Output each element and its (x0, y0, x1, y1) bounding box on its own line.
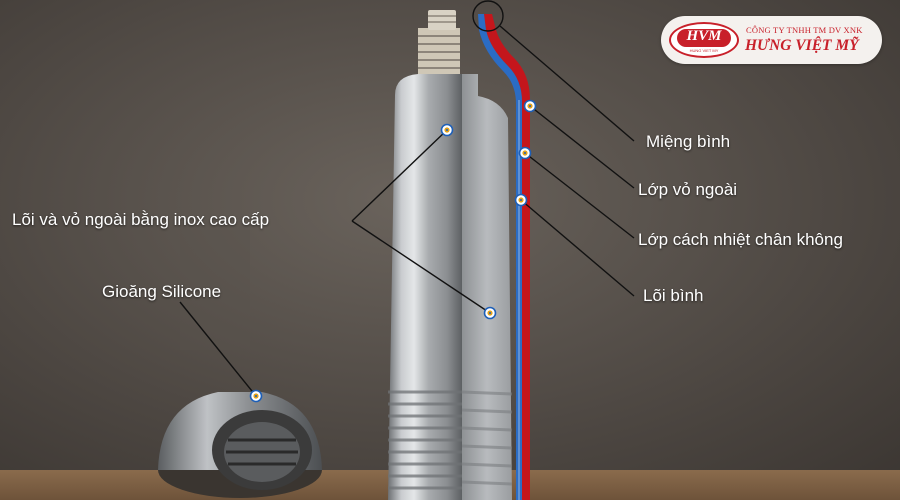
callout-line-vacuum (524, 152, 635, 239)
marker-inner-core (514, 193, 528, 207)
silicone-cap (158, 392, 322, 498)
marker-gasket (249, 389, 263, 403)
bottle-mouth-marker (472, 0, 504, 32)
logo-subtitle: HUNG VIET MY (689, 48, 719, 53)
label-bottle-mouth: Miệng bình (646, 132, 731, 151)
callout-line-inner-core (520, 199, 635, 297)
bottle-neck-threads (418, 10, 460, 76)
logo-mark: HVM (686, 28, 722, 44)
callout-line-outer-shell (529, 105, 635, 189)
marker-vacuum (518, 146, 532, 160)
label-inner-core: Lõi bình (643, 286, 704, 305)
marker-core-shell-lower (483, 306, 497, 320)
callout-line-core-shell-upper (351, 129, 448, 222)
label-core-and-shell: Lõi và vỏ ngoài bằng inox cao cấp (12, 210, 270, 229)
logo-company-line: CÔNG TY TNHH TM DV XNK (746, 25, 863, 35)
label-outer-shell: Lớp vỏ ngoài (638, 180, 738, 199)
marker-core-shell-upper (440, 123, 454, 137)
company-logo: HVM HUNG VIET MY CÔNG TY TNHH TM DV XNK … (661, 16, 882, 64)
marker-outer-shell (523, 99, 537, 113)
label-vacuum-layer: Lớp cách nhiệt chân không (638, 230, 843, 249)
logo-badge: HVM HUNG VIET MY (669, 22, 739, 58)
label-silicone-gasket: Gioăng Silicone (102, 282, 222, 301)
bottle-ribs (388, 390, 462, 490)
callout-line-gasket (179, 301, 257, 397)
logo-company-name: HƯNG VIỆT MỸ (745, 37, 859, 54)
outer-shell-layer (484, 14, 530, 500)
callout-line-mouth (499, 25, 635, 142)
callout-line-core-shell-lower (351, 220, 491, 314)
inner-core-layer (478, 14, 522, 500)
